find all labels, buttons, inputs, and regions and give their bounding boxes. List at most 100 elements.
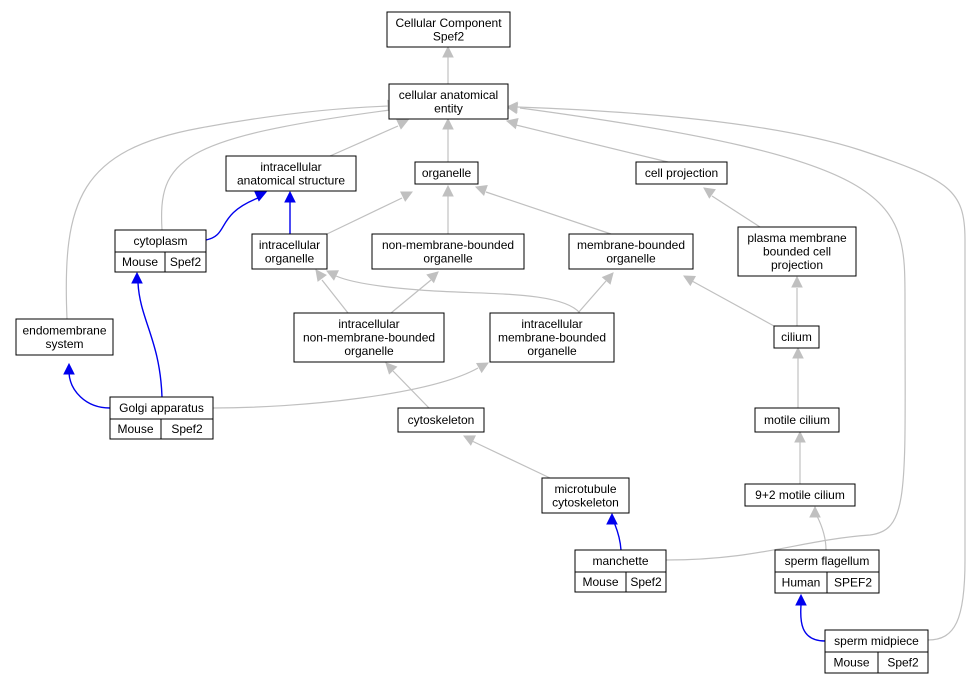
node-label: projection (771, 258, 823, 272)
arrowhead (791, 275, 803, 288)
edge-nmbo-to-organelle (442, 184, 454, 234)
edge-golgi-to-cytoplasm (131, 271, 163, 398)
edge-pmbcp-to-cellproj (703, 187, 761, 228)
arrowhead (131, 271, 143, 284)
node-label: plasma membrane (747, 231, 847, 245)
gene-cell: Spef2 (160, 418, 214, 440)
edge-flagellum-to-ninetwo (809, 505, 827, 551)
node-label: organelle (423, 251, 473, 265)
node-label: microtubule (554, 482, 616, 496)
svg-text:Mouse: Mouse (833, 656, 869, 670)
edge-inmbo-to-nmbo (390, 271, 439, 314)
svg-text:Spef2: Spef2 (170, 255, 202, 269)
svg-text:Mouse: Mouse (122, 255, 158, 269)
node-label: system (45, 337, 83, 351)
edge-organelle-to-cae (442, 117, 454, 162)
arrowhead (462, 435, 476, 446)
edge-mtcs-to-cytoskeleton (462, 435, 551, 479)
node-label: cellular anatomical (399, 88, 498, 102)
arrowhead (505, 101, 518, 114)
arrowhead (442, 184, 454, 197)
edge-cilium-to-pmbcp (791, 275, 803, 326)
edge-golgi-to-imbo (212, 362, 489, 409)
node-label: Cellular Component (395, 16, 502, 30)
species-cell: Human (774, 571, 828, 594)
node-label: 9+2 motile cilium (755, 488, 845, 502)
node-label: entity (434, 101, 463, 115)
node-ninetwo[interactable]: 9+2 motile cilium (744, 483, 856, 507)
edge-motile-to-cilium (792, 346, 804, 408)
node-label: organelle (606, 251, 656, 265)
svg-text:Mouse: Mouse (582, 575, 618, 589)
arrowhead (809, 505, 821, 518)
svg-text:Spef2: Spef2 (630, 575, 662, 589)
arrowhead (400, 191, 414, 202)
node-label: manchette (592, 554, 648, 568)
arrowhead (505, 117, 519, 130)
node-cytoskeleton[interactable]: cytoskeleton (397, 407, 485, 433)
node-label: intracellular (338, 317, 399, 331)
species-cell: Mouse (109, 418, 162, 440)
arrowhead (442, 45, 454, 58)
node-cellproj[interactable]: cell projection (635, 161, 728, 185)
node-label: cytoskeleton (552, 495, 619, 509)
node-label: anatomical structure (237, 173, 345, 187)
node-label: sperm midpiece (834, 634, 919, 648)
node-label: organelle (527, 344, 577, 358)
edge-endo-to-cae (65, 99, 400, 320)
arrowhead (63, 362, 75, 375)
node-motile[interactable]: motile cilium (754, 407, 840, 433)
arrowhead (442, 117, 454, 130)
arrowhead (254, 191, 268, 202)
edge-ninetwo-to-motile (794, 430, 806, 484)
node-label: endomembrane (22, 323, 106, 337)
edge-inmbo-to-io (315, 269, 349, 314)
arrowhead (476, 362, 489, 374)
species-cell: Mouse (824, 651, 879, 674)
arrowhead (601, 272, 614, 285)
arrowhead (426, 271, 439, 284)
node-label: motile cilium (764, 413, 830, 427)
svg-text:Spef2: Spef2 (171, 422, 203, 436)
node-label: cilium (781, 330, 812, 344)
edge-cilium-to-mbo (683, 275, 775, 327)
node-label: bounded cell (763, 245, 831, 259)
node-cilium[interactable]: cilium (773, 325, 820, 349)
edge-midpiece-to-flagellum (795, 593, 826, 642)
edge-cytoskeleton-to-inmbo (385, 362, 430, 409)
node-label: intracellular (521, 317, 582, 331)
arrowhead (792, 346, 804, 359)
arrowhead (315, 269, 327, 282)
edge-io-to-ias (284, 190, 296, 234)
arrowhead (474, 184, 488, 196)
edge-manchette-to-mtcs (606, 512, 622, 551)
node-label: cell projection (645, 166, 718, 180)
node-label: membrane-bounded (577, 238, 685, 252)
gene-cell: Spef2 (877, 651, 929, 674)
node-inmbo[interactable]: intracellularnon-membrane-boundedorganel… (293, 312, 445, 363)
node-organelle[interactable]: organelle (414, 161, 479, 185)
species-cell: Mouse (114, 251, 166, 273)
svg-text:Human: Human (782, 576, 821, 590)
gene-cell: SPEF2 (826, 571, 880, 594)
arrowhead (385, 362, 398, 375)
edge-ias-to-cae (329, 119, 410, 157)
node-label: non-membrane-bounded (303, 331, 435, 345)
gene-cell: Spef2 (625, 571, 667, 593)
